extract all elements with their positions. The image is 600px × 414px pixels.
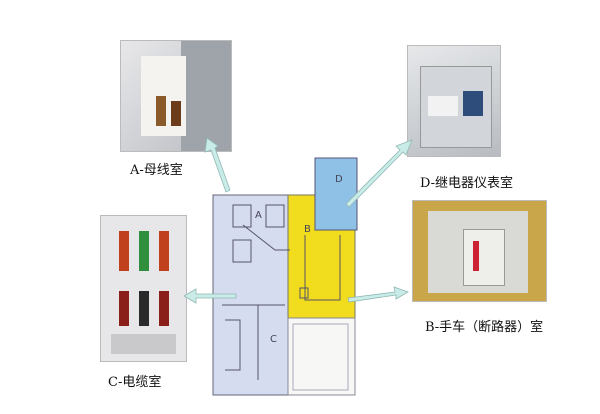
letter-c: C bbox=[270, 334, 277, 345]
arrow-to-relay-icon bbox=[345, 139, 413, 208]
letter-a: A bbox=[255, 210, 262, 221]
label-breaker-compartment: B-手车（断路器）室 bbox=[425, 320, 544, 335]
busbar-compartment-photo bbox=[120, 40, 232, 152]
letter-d: D bbox=[335, 174, 343, 185]
lower-right-section bbox=[287, 317, 356, 396]
arrow-to-cable-icon bbox=[183, 288, 237, 304]
breaker-compartment-photo bbox=[412, 200, 547, 302]
cable-compartment-photo bbox=[100, 215, 187, 362]
label-busbar-compartment: A-母线室 bbox=[130, 163, 183, 178]
letter-b: B bbox=[304, 224, 311, 235]
relay-compartment-photo bbox=[407, 45, 501, 157]
arrow-to-breaker-icon bbox=[347, 286, 409, 303]
label-relay-compartment: D-继电器仪表室 bbox=[420, 176, 514, 191]
relay-compartment bbox=[314, 157, 358, 231]
arrow-to-busbar-icon bbox=[204, 137, 231, 193]
label-cable-compartment: C-电缆室 bbox=[108, 375, 162, 390]
